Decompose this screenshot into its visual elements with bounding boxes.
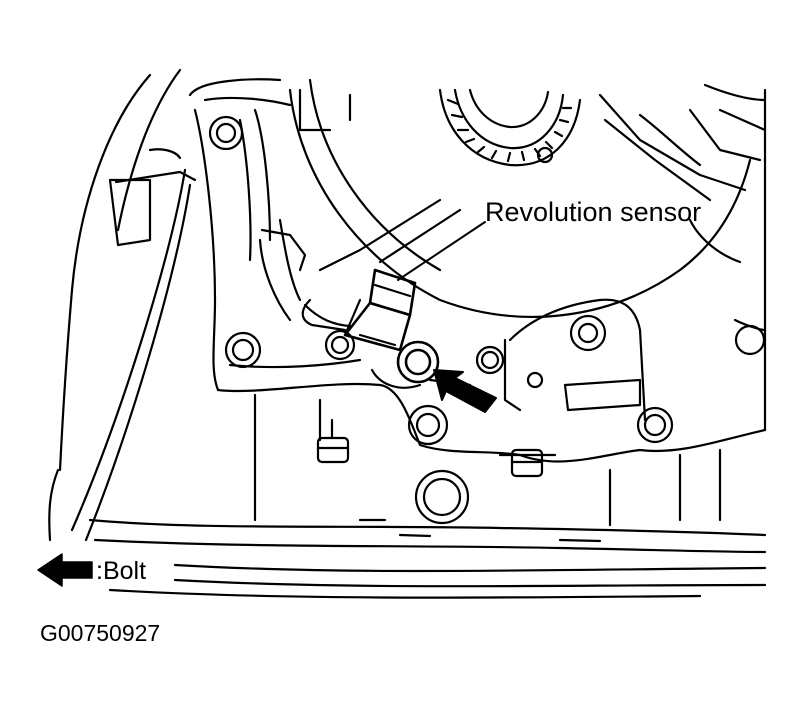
housing-ribs (238, 88, 767, 332)
left-arrow-icon (37, 553, 93, 587)
bolt-legend-label: :Bolt (96, 557, 146, 585)
callout-leader-line (397, 221, 486, 281)
flywheel-gear (288, 78, 767, 318)
pointer-arrow-icon (433, 369, 497, 413)
revolution-sensor-label: Revolution sensor (485, 197, 701, 227)
bolt-holes (208, 115, 766, 525)
block-left-contour (48, 68, 197, 542)
oil-pan (88, 393, 767, 599)
housing-plate (188, 78, 767, 463)
mounting-bracket (503, 298, 647, 422)
figure-id: G00750927 (40, 620, 160, 646)
